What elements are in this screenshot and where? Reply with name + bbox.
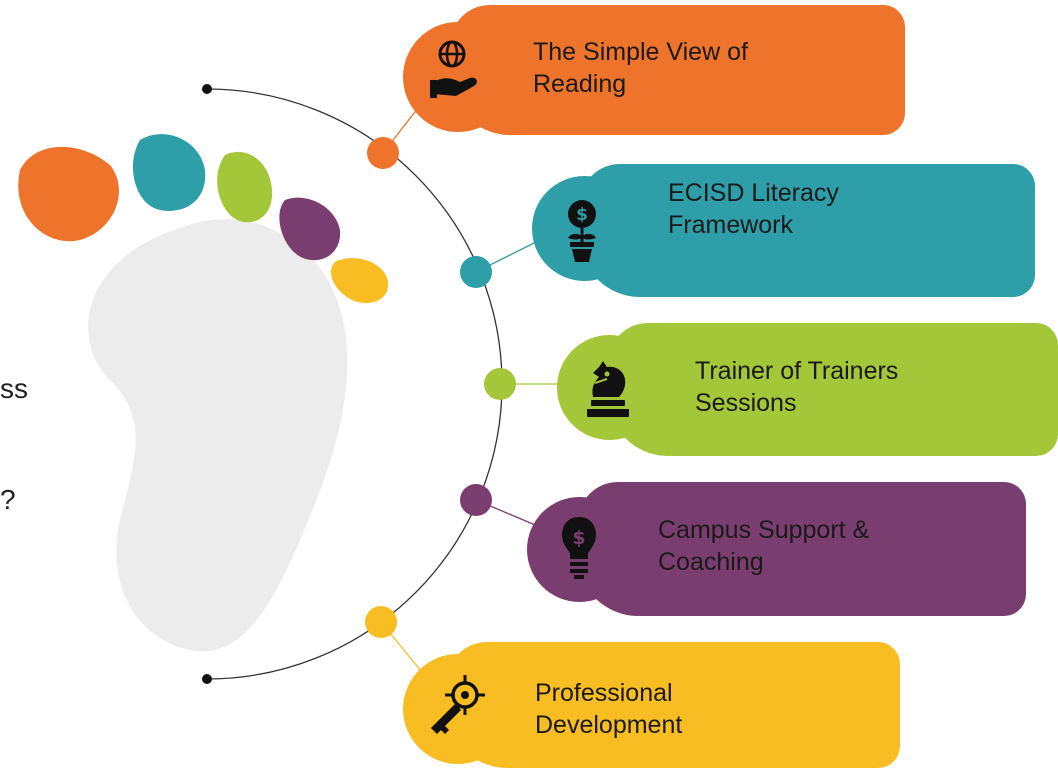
money-lightbulb-icon: $ [562, 517, 596, 579]
icon-disc-1 [403, 22, 513, 132]
card-label-1: The Simple View of Reading [533, 38, 748, 98]
card-label-5: Professional Development [535, 679, 683, 739]
toe-1 [18, 146, 119, 242]
toe-5 [331, 258, 389, 304]
footprint-sole [88, 219, 348, 652]
arc-end-bottom [202, 674, 212, 684]
card-label-3: Trainer of Trainers Sessions [695, 357, 899, 417]
chess-knight-icon [587, 361, 629, 417]
card-simple-view [450, 5, 905, 135]
money-plant-icon: $ [568, 200, 596, 262]
arc-dot-3 [484, 368, 516, 400]
card-campus-support [578, 482, 1026, 616]
card-label-4: Campus Support & Coaching [658, 516, 870, 576]
arc-dot-4 [460, 484, 492, 516]
arc-dot-1 [367, 137, 399, 169]
svg-text:$: $ [572, 527, 585, 549]
arc-dot-5 [365, 606, 397, 638]
key-target-icon [431, 675, 485, 734]
card-literacy-framework [580, 164, 1035, 297]
card-professional-development [447, 642, 900, 768]
toe-4 [279, 197, 341, 261]
globe-in-hand-icon [430, 40, 477, 98]
arc-dot-2 [460, 256, 492, 288]
card-trainer-sessions [608, 323, 1058, 456]
partial-text-1: ss [0, 375, 28, 403]
partial-text-2: ? [0, 486, 16, 514]
toe-3 [217, 151, 273, 223]
icon-disc-2 [532, 176, 637, 281]
svg-text:$: $ [576, 205, 588, 225]
card-label-2: ECISD Literacy Framework [668, 179, 839, 239]
toe-2 [132, 134, 206, 211]
arc-end-top [202, 84, 212, 94]
